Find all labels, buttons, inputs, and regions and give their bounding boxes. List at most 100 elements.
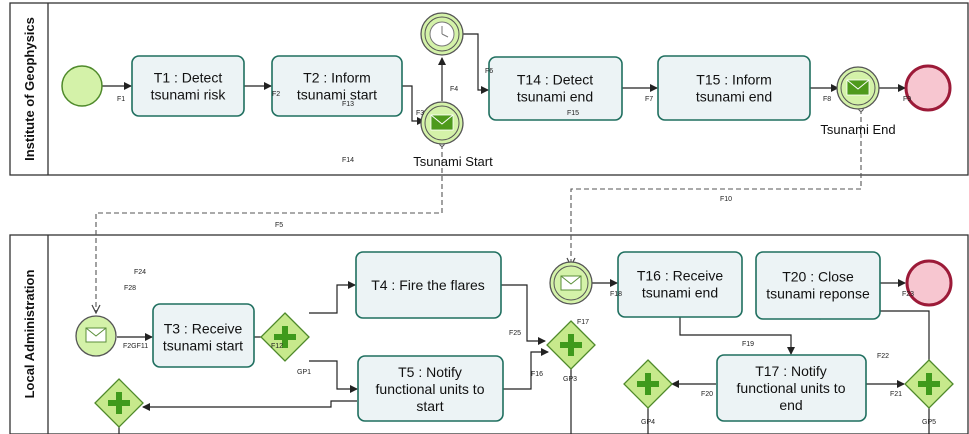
gateway-gp4[interactable] xyxy=(623,359,673,409)
task-label-line: T20 : Close xyxy=(782,269,854,285)
label-f8: F8 xyxy=(823,96,831,103)
label-f17: F17 xyxy=(577,319,589,326)
envelope-icon xyxy=(846,79,870,96)
label-f3: F3 xyxy=(416,110,424,117)
task-label-line: functional units to xyxy=(376,381,485,397)
lane-title-local-administration: Local Administration xyxy=(22,270,37,399)
label-gp1: GP1 xyxy=(297,369,311,376)
plus-icon xyxy=(108,392,130,414)
tsunami-end-event[interactable] xyxy=(836,66,880,110)
gateways xyxy=(94,312,954,428)
envelope-icon xyxy=(85,327,107,343)
flow-t5-left xyxy=(142,400,357,411)
label-f4: F4 xyxy=(450,86,458,93)
label-f12: F12 xyxy=(271,343,283,350)
message-flow-f5 xyxy=(96,144,442,313)
tsunami-start-event[interactable] xyxy=(420,101,464,145)
task-label-line: tsunami start xyxy=(163,338,243,354)
label-f20: F20 xyxy=(701,391,713,398)
end-event-local[interactable] xyxy=(905,259,953,307)
gateway-gp3[interactable] xyxy=(546,320,596,370)
label-f21: F21 xyxy=(890,391,902,398)
task-t4[interactable]: T4 : Fire the flares xyxy=(355,251,502,319)
task-label-line: end xyxy=(779,397,802,413)
plus-icon xyxy=(918,373,940,395)
message-start-event-local[interactable] xyxy=(75,315,117,357)
task-label-line: tsunami reponse xyxy=(766,286,870,302)
label-f6: F6 xyxy=(485,68,493,75)
task-label-line: T4 : Fire the flares xyxy=(371,277,485,293)
label-f28: F28 xyxy=(124,285,136,292)
label-f19: F19 xyxy=(742,341,754,348)
start-event-geophysics[interactable] xyxy=(61,65,103,107)
label-gp4: GP4 xyxy=(641,419,655,426)
label-f2: F2 xyxy=(272,91,280,98)
label-f24: F24 xyxy=(134,269,146,276)
flow-f3 xyxy=(402,85,425,125)
task-label-line: start xyxy=(416,398,443,414)
end-event-geophysics[interactable] xyxy=(904,64,952,112)
task-label-line: tsunami risk xyxy=(151,87,227,103)
label-f5: F5 xyxy=(275,222,283,229)
tsunami-start-label: Tsunami Start xyxy=(413,154,493,169)
task-label-line: T2 : Inform xyxy=(303,70,371,86)
task-label-line: T15 : Inform xyxy=(696,72,771,88)
sequence-flows-local xyxy=(117,279,930,434)
label-f16: F16 xyxy=(531,371,543,378)
label-f9: F9 xyxy=(903,96,911,103)
label-f18: F18 xyxy=(610,291,622,298)
label-f13: F13 xyxy=(342,101,354,108)
task-label-line: T5 : Notify xyxy=(398,364,462,380)
lane-title-geophysics: Institute of Geophysics xyxy=(22,17,37,161)
task-label-line: functional units to xyxy=(737,380,846,396)
plus-icon xyxy=(637,373,659,395)
message-catch-event-local[interactable] xyxy=(549,261,593,305)
timer-event[interactable] xyxy=(420,12,464,56)
envelope-icon xyxy=(430,114,454,131)
label-f15: F15 xyxy=(567,110,579,117)
label-f11: F2GF11 xyxy=(123,343,148,350)
flow-gp1-t5 xyxy=(309,360,358,393)
sequence-flows-geophysics xyxy=(102,33,906,125)
task-label-line: T3 : Receive xyxy=(164,321,243,337)
message-flows xyxy=(96,109,861,313)
label-f7: F7 xyxy=(645,96,653,103)
plus-icon xyxy=(274,326,296,348)
label-f14: F14 xyxy=(342,157,354,164)
flow-f19 xyxy=(679,317,795,355)
label-f25: F25 xyxy=(509,330,521,337)
gateway-left[interactable] xyxy=(94,378,144,428)
gateway-gp5[interactable] xyxy=(904,359,954,409)
flow-f6 xyxy=(458,33,489,94)
message-flow-f10 xyxy=(571,109,861,266)
task-t4-label: T4 : Fire the flares xyxy=(371,277,485,293)
envelope-icon xyxy=(560,275,582,291)
plus-icon xyxy=(560,334,582,356)
task-label-line: tsunami start xyxy=(297,87,377,103)
gateway-gp1[interactable] xyxy=(260,312,310,362)
task-label-line: T17 : Notify xyxy=(755,363,827,379)
task-label-line: T16 : Receive xyxy=(637,268,724,284)
task-label-line: T14 : Detect xyxy=(517,72,593,88)
flow-gp1-t4 xyxy=(309,281,356,314)
flow-labels: F1 F2 F13 F3 F4 F6 F15 F7 F8 F9 F14 F10 … xyxy=(117,68,936,426)
